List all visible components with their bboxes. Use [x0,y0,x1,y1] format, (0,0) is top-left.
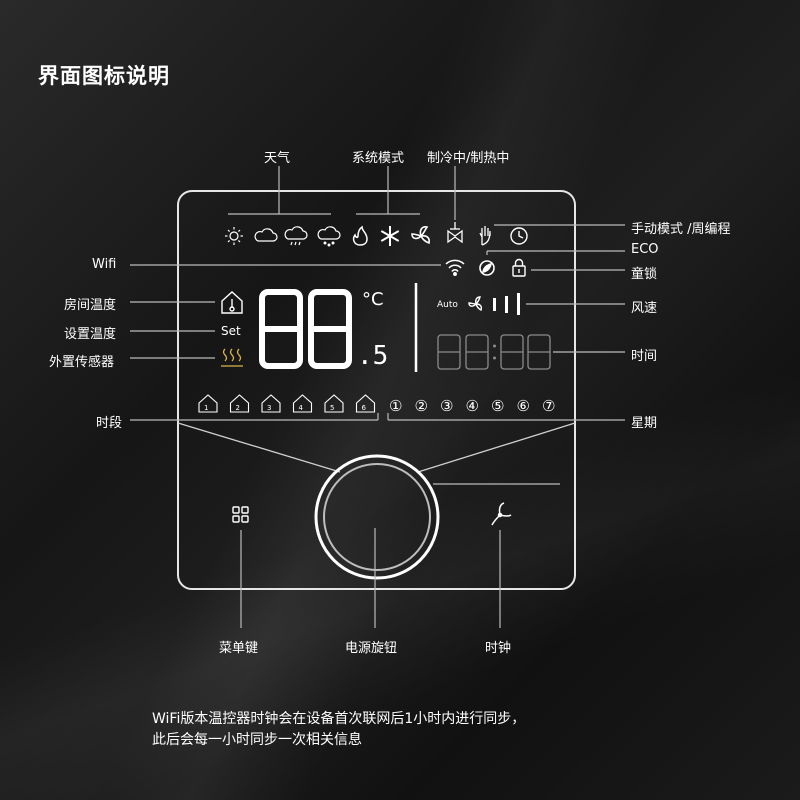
label-clock: 时钟 [485,641,512,656]
period-number: 3 [267,404,271,412]
period-house-icon: 4 [292,394,313,413]
hand-icon [479,226,491,246]
weekday-circle: ⑥ [517,397,530,415]
heat-waves-icon [221,348,243,367]
label-room-temp: 房间温度 [64,298,117,313]
footnote-line-2: 此后会每一小时同步一次相关信息 [152,732,362,748]
label-system-mode: 系统模式 [352,151,405,166]
label-ext-sensor: 外置传感器 [49,355,115,370]
lock-icon [512,258,526,277]
eco-icon [479,260,495,276]
label-cool-heat: 制冷中/制热中 [427,151,510,166]
period-house-icon: 1 [198,394,218,413]
label-set-temp: 设置温度 [64,327,117,342]
period-house-icon: 3 [261,394,281,413]
label-eco: ECO [631,242,659,257]
label-period: 时段 [96,416,123,431]
snowflake-icon [380,226,400,246]
fan-speed-bars [493,293,520,315]
fan-key-icon[interactable] [491,502,512,526]
period-house-icon: 6 [355,394,376,413]
panel-divider-left [177,422,341,473]
clock-colon-bottom [493,356,496,360]
period-number: 1 [204,404,208,412]
weekday-circle: ③ [440,397,453,415]
flame-icon [352,225,368,246]
wifi-icon [445,259,465,276]
period-number: 4 [299,404,304,412]
clock-digits [437,334,551,370]
label-week: 星期 [631,416,658,431]
weekday-circle: ⑤ [491,397,504,415]
label-child-lock: 童锁 [631,267,658,282]
label-weather: 天气 [264,151,291,166]
period-icons: 1 2 3 4 5 6 [198,394,376,413]
weekday-circle: ① [389,397,402,415]
label-menu-key: 菜单键 [219,641,259,656]
unit-celsius: °C [362,289,384,310]
menu-grid-icon[interactable] [232,506,249,523]
power-knob-ring [323,463,431,571]
snow-icon [317,226,341,247]
power-knob[interactable] [314,454,440,580]
device-frame [177,190,576,590]
fan-icon [411,226,430,245]
period-house-icon: 2 [229,394,250,413]
panel-divider-right [417,422,576,473]
house-thermometer-icon [221,291,243,314]
auto-label: Auto [437,300,458,310]
page-title: 界面图标说明 [38,64,170,88]
weekday-circle: ④ [466,397,479,415]
sun-icon [225,227,243,245]
fan-speed-icon [468,296,483,311]
label-power-knob: 电源旋钮 [345,641,398,656]
cloud-icon [254,228,278,242]
set-label: Set [221,324,241,338]
decimal-digit: .5 [357,341,388,371]
label-wifi: Wifi [92,257,117,272]
weekday-circle: ② [415,397,428,415]
label-manual-weekly: 手动模式 /周编程 [631,222,731,237]
weekday-circle: ⑦ [542,397,555,415]
period-house-icon: 5 [324,394,344,413]
valve-icon [447,222,463,244]
period-number: 5 [330,404,334,412]
temperature-digits [259,289,352,369]
label-time: 时间 [631,349,658,364]
clock-icon [510,227,528,245]
period-number: 2 [236,404,240,412]
footnote: WiFi版本温控器时钟会在设备首次联网后1小时内进行同步， 此后会每一小时同步一… [152,709,525,751]
footnote-line-1: WiFi版本温控器时钟会在设备首次联网后1小时内进行同步， [152,711,526,727]
label-fan-speed: 风速 [631,301,658,316]
period-number: 6 [362,404,367,412]
rain-icon [284,226,308,246]
clock-colon-top [493,344,496,348]
